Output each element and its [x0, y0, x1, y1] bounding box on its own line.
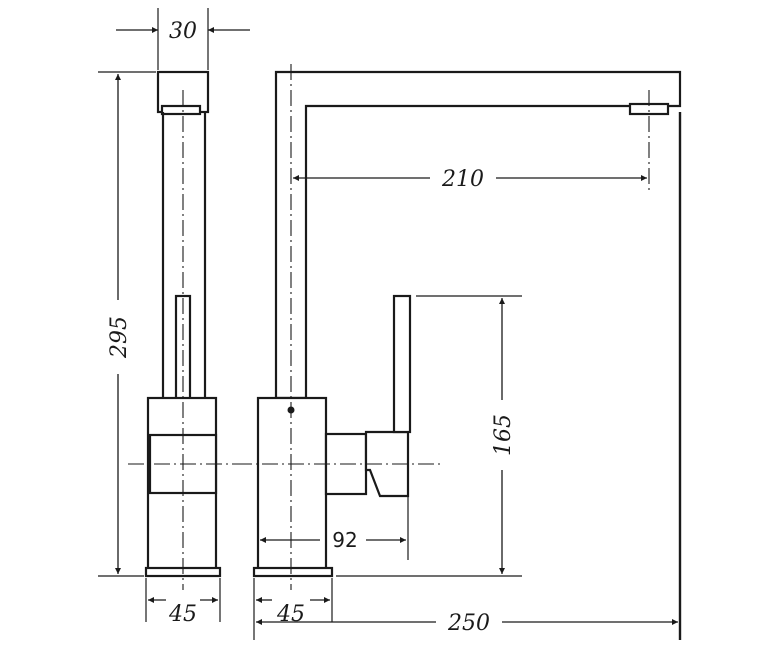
dim-base-left: 45 — [145, 578, 221, 627]
dim-total-height-label: 295 — [107, 316, 132, 359]
dim-base-right-label: 45 — [276, 602, 305, 627]
pivot-dot — [287, 406, 295, 414]
front-view — [128, 70, 236, 590]
dim-spout-reach-label: 210 — [441, 167, 484, 192]
dim-body-depth: 92 — [257, 496, 409, 560]
side-body — [256, 396, 328, 572]
dim-body-depth-label: 92 — [332, 528, 357, 552]
dim-top-width: 30 — [116, 8, 250, 70]
dim-top-width-label: 30 — [169, 19, 197, 44]
dim-spout-reach: 210 — [293, 167, 647, 192]
side-spout — [274, 70, 682, 400]
dim-lever-height: 165 — [336, 295, 522, 577]
front-aerator — [160, 104, 202, 116]
dim-overall-width: 250 — [256, 611, 678, 636]
dim-total-height: 295 — [98, 71, 156, 577]
dim-base-right: 45 — [253, 578, 333, 640]
side-base — [252, 566, 334, 578]
side-lever — [392, 294, 412, 434]
dim-base-left-label: 45 — [168, 602, 197, 627]
dim-lever-height-label: 165 — [491, 414, 516, 456]
dim-overall-width-label: 250 — [447, 611, 490, 636]
side-view — [236, 64, 682, 640]
